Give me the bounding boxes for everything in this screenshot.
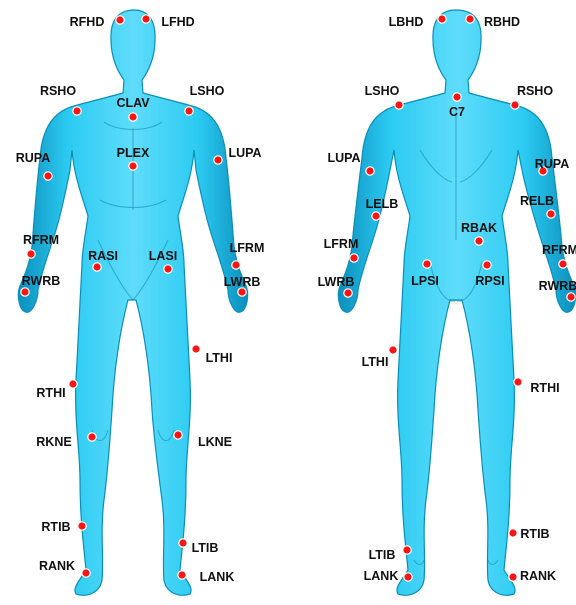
back-label-rthi: RTHI	[530, 381, 559, 395]
back-label-lsho: LSHO	[365, 84, 400, 98]
back-marker-lbhd	[438, 15, 446, 23]
back-label-lelb: LELB	[366, 197, 399, 211]
front-marker-rank	[82, 569, 90, 577]
back-label-rank: RANK	[520, 569, 556, 583]
front-label-rfhd: RFHD	[70, 15, 105, 29]
front-label-lthi: LTHI	[206, 351, 233, 365]
back-marker-lank	[404, 573, 412, 581]
front-label-lwrb: LWRB	[224, 275, 261, 289]
front-marker-clav	[129, 113, 137, 121]
front-marker-lsho	[185, 107, 193, 115]
front-marker-lupa	[214, 156, 222, 164]
back-label-rfrm: RFRM	[542, 243, 576, 257]
back-marker-rthi	[514, 378, 522, 386]
front-marker-lfrm	[232, 261, 240, 269]
back-marker-lfrm	[350, 254, 358, 262]
back-label-lbhd: LBHD	[389, 15, 424, 29]
front-marker-rupa	[44, 172, 52, 180]
back-marker-relb	[547, 210, 555, 218]
front-label-rsho: RSHO	[40, 84, 76, 98]
front-label-clav: CLAV	[116, 96, 150, 110]
back-label-relb: RELB	[520, 194, 554, 208]
front-label-rasi: RASI	[88, 249, 118, 263]
back-label-rbak: RBAK	[461, 221, 497, 235]
front-marker-plex	[129, 162, 137, 170]
back-marker-rfrm	[559, 260, 567, 268]
front-label-rkne: RKNE	[36, 435, 71, 449]
front-marker-lfhd	[142, 15, 150, 23]
front-marker-ltib	[179, 539, 187, 547]
back-marker-rbhd	[466, 15, 474, 23]
front-marker-rsho	[73, 107, 81, 115]
front-label-lupa: LUPA	[228, 146, 261, 160]
front-marker-lthi	[192, 345, 200, 353]
back-label-lthi: LTHI	[362, 355, 389, 369]
back-label-lupa: LUPA	[327, 151, 360, 165]
front-label-ltib: LTIB	[192, 541, 219, 555]
front-label-rank: RANK	[39, 559, 75, 573]
front-label-lfhd: LFHD	[161, 15, 194, 29]
front-marker-lwrb	[238, 288, 246, 296]
back-marker-rwrb	[567, 293, 575, 301]
front-marker-lank	[178, 571, 186, 579]
front-label-lkne: LKNE	[198, 435, 232, 449]
back-label-lfrm: LFRM	[324, 237, 359, 251]
front-marker-rkne	[88, 433, 96, 441]
back-marker-lthi	[389, 346, 397, 354]
front-label-rfrm: RFRM	[23, 233, 59, 247]
back-label-rsho: RSHO	[517, 84, 553, 98]
front-marker-rtib	[78, 522, 86, 530]
front-marker-lkne	[174, 431, 182, 439]
front-label-lank: LANK	[200, 570, 235, 584]
front-label-rupa: RUPA	[16, 151, 51, 165]
front-label-rwrb: RWRB	[22, 274, 61, 288]
back-label-rbhd: RBHD	[484, 15, 520, 29]
front-label-lfrm: LFRM	[230, 241, 265, 255]
back-marker-lwrb	[344, 289, 352, 297]
back-marker-rbak	[475, 237, 483, 245]
front-marker-rfrm	[27, 250, 35, 258]
back-label-rupa: RUPA	[535, 157, 570, 171]
back-label-lank: LANK	[364, 569, 399, 583]
back-label-lpsi: LPSI	[411, 274, 439, 288]
back-label-rpsi: RPSI	[475, 274, 504, 288]
front-marker-rwrb	[21, 288, 29, 296]
front-marker-rfhd	[116, 16, 124, 24]
back-marker-rsho	[511, 101, 519, 109]
front-label-rtib: RTIB	[41, 520, 70, 534]
back-marker-lsho	[395, 101, 403, 109]
back-marker-ltib	[403, 546, 411, 554]
front-label-rthi: RTHI	[36, 386, 65, 400]
back-marker-rtib	[509, 529, 517, 537]
front-marker-rasi	[93, 263, 101, 271]
front-marker-lasi	[164, 265, 172, 273]
back-marker-rpsi	[483, 261, 491, 269]
front-label-plex: PLEX	[117, 146, 150, 160]
back-label-ltib: LTIB	[369, 548, 396, 562]
back-label-rtib: RTIB	[520, 527, 549, 541]
back-label-c7: C7	[449, 105, 465, 119]
back-label-lwrb: LWRB	[318, 275, 355, 289]
front-label-lsho: LSHO	[190, 84, 225, 98]
back-marker-lelb	[372, 212, 380, 220]
front-marker-rthi	[69, 380, 77, 388]
back-marker-c7	[453, 93, 461, 101]
back-marker-rank	[509, 573, 517, 581]
back-label-rwrb: RWRB	[539, 279, 576, 293]
front-label-lasi: LASI	[149, 249, 177, 263]
back-marker-lupa	[366, 167, 374, 175]
back-marker-lpsi	[423, 260, 431, 268]
